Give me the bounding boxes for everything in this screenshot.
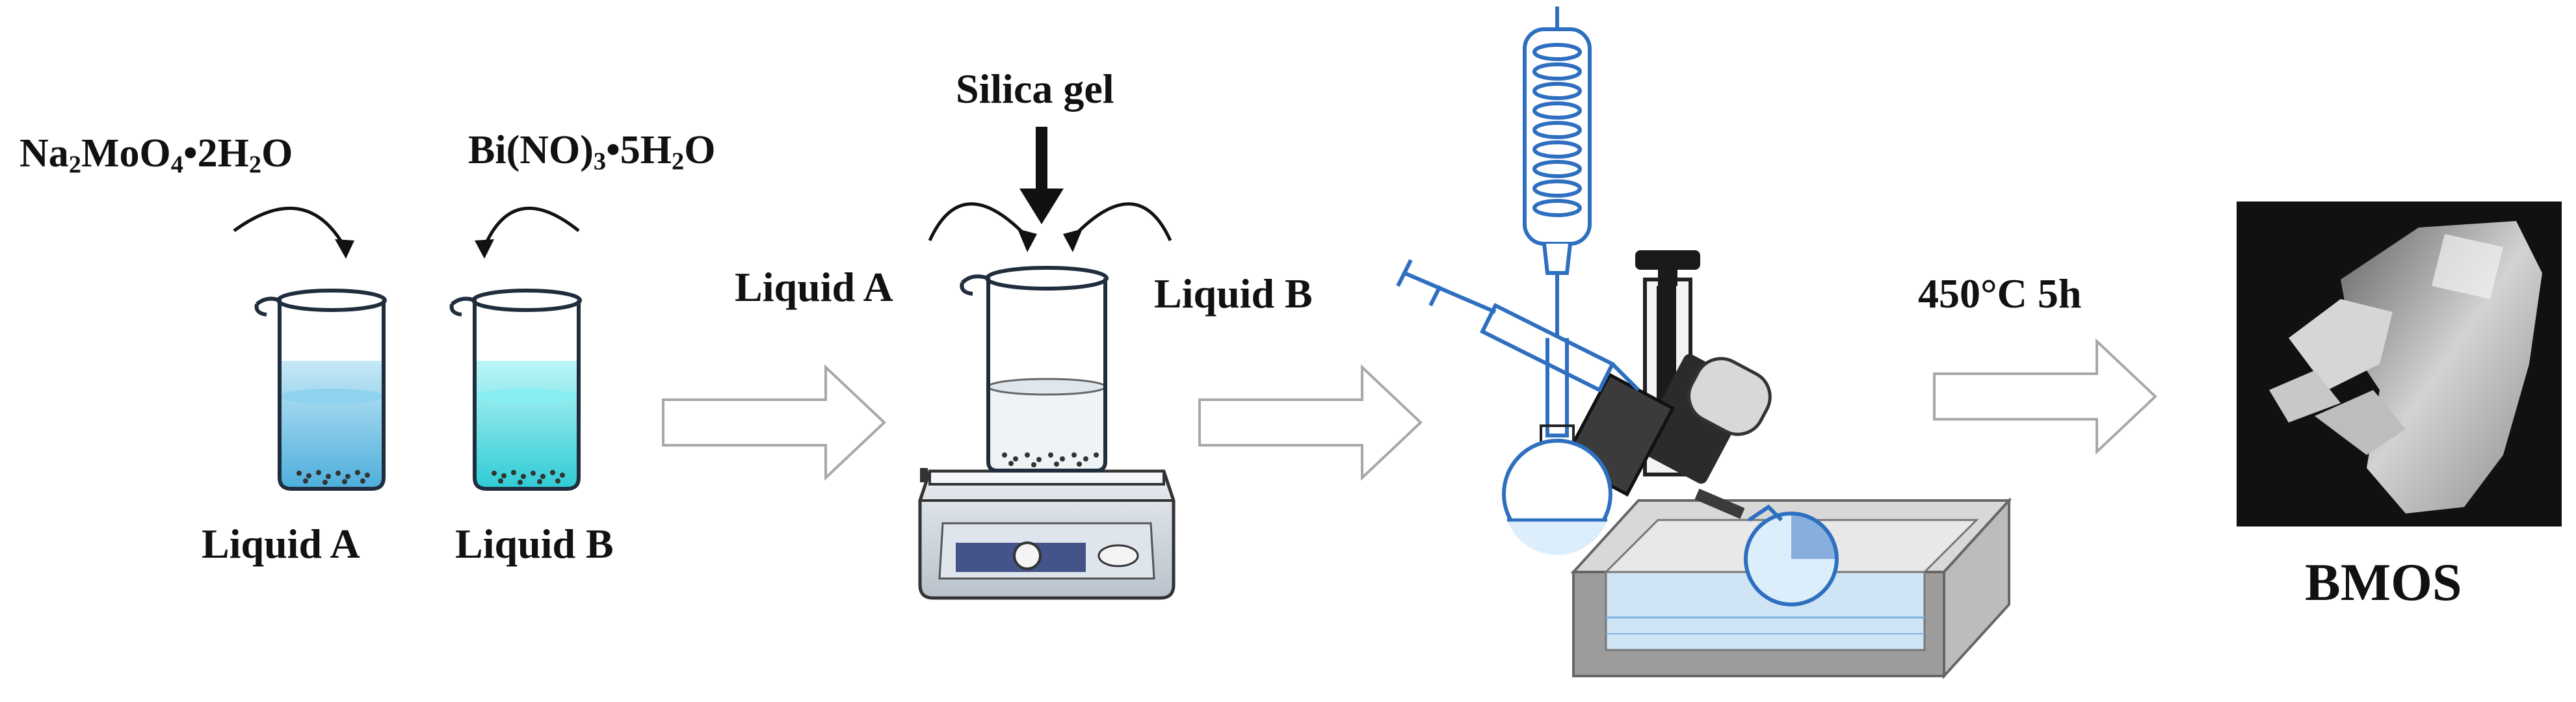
reagent-a-formula: Na2MoO4•2H2O [20, 131, 293, 179]
mixing-beaker [960, 266, 1109, 473]
label-calcination: 450°C 5h [1918, 270, 2082, 317]
label-product: BMOS [2305, 552, 2462, 612]
label-mix-liquid-b: Liquid B [1154, 270, 1313, 317]
curved-arrow-mix-b-head [1063, 229, 1083, 252]
flow-arrow-3 [1933, 338, 2157, 455]
reagent-b-formula: Bi(NO)3•5H2O [468, 128, 716, 176]
curved-arrow-b [482, 207, 580, 248]
rotary-evaporator [1396, 6, 2012, 680]
flow-arrow-1 [662, 364, 886, 481]
curved-arrow-a-head [335, 239, 354, 259]
silica-gel-arrow [1019, 127, 1064, 224]
label-liquid-b: Liquid B [455, 521, 614, 567]
curved-arrow-mix-b [1071, 202, 1172, 242]
curved-arrow-mix-a [928, 202, 1029, 242]
label-silica-gel: Silica gel [956, 66, 1114, 112]
stirrer-knob [1013, 541, 1042, 570]
condenser [1523, 6, 1592, 275]
beaker-a [254, 289, 387, 491]
curved-arrow-mix-a-head [1018, 229, 1037, 252]
flow-arrow-2 [1198, 364, 1423, 481]
curved-arrow-a [233, 206, 347, 248]
receiving-flask [1502, 416, 1612, 555]
curved-arrow-b-head [475, 239, 494, 259]
label-liquid-a: Liquid A [202, 521, 360, 567]
label-mix-liquid-a: Liquid A [735, 264, 893, 310]
beaker-b [449, 289, 582, 491]
sem-image [2237, 202, 2562, 526]
hotplate-stirrer [918, 468, 1176, 600]
